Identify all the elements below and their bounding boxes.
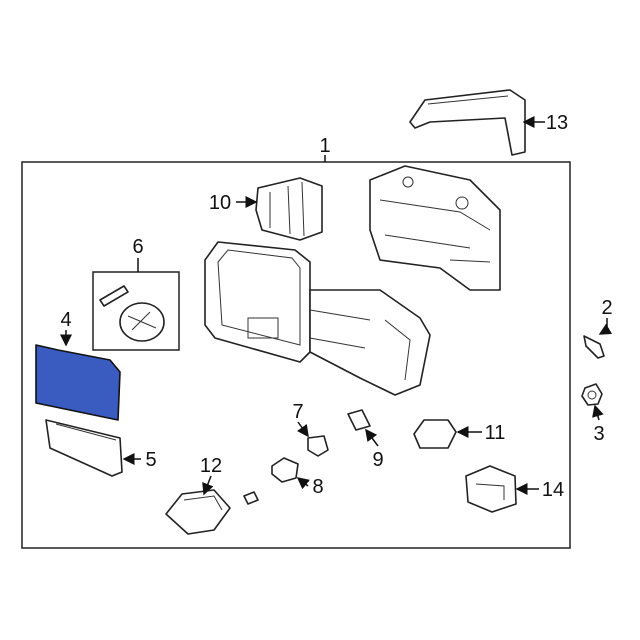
part-5-mirror-glass[interactable] (45, 419, 123, 477)
housing-cover[interactable] (369, 165, 501, 291)
part-14-module[interactable] (465, 465, 517, 513)
callout-4: 4 (60, 309, 71, 331)
leader-lines (60, 116, 613, 496)
part-4-mirror-glass-highlighted[interactable] (35, 344, 121, 421)
callout-8: 8 (312, 476, 323, 498)
part-11-lamp[interactable] (413, 419, 457, 449)
part-9-clip[interactable] (347, 409, 371, 431)
callout-14: 14 (542, 479, 564, 501)
callout-13: 13 (546, 112, 568, 134)
callout-7: 7 (292, 401, 303, 423)
callout-6: 6 (132, 236, 143, 258)
callout-11: 11 (485, 422, 506, 444)
callout-1: 1 (319, 135, 330, 157)
part-13-cap[interactable] (409, 89, 526, 156)
part-6-inset[interactable] (92, 271, 180, 351)
callout-2: 2 (601, 297, 612, 319)
callout-12: 12 (200, 455, 222, 477)
callout-5: 5 (145, 449, 156, 471)
part-10-bracket[interactable] (255, 177, 323, 241)
part-2-bolt[interactable] (583, 335, 605, 359)
assembly-frame (21, 161, 571, 549)
part-3-nut[interactable] (581, 383, 603, 406)
callout-9: 9 (372, 449, 383, 471)
part-7-connector[interactable] (307, 435, 329, 457)
part-1-mirror-assembly[interactable] (204, 241, 431, 396)
part-12-light[interactable] (165, 489, 231, 535)
callout-3: 3 (593, 423, 604, 445)
screw[interactable] (243, 491, 259, 505)
part-8-switch[interactable] (271, 457, 299, 483)
callout-10: 10 (209, 192, 231, 214)
